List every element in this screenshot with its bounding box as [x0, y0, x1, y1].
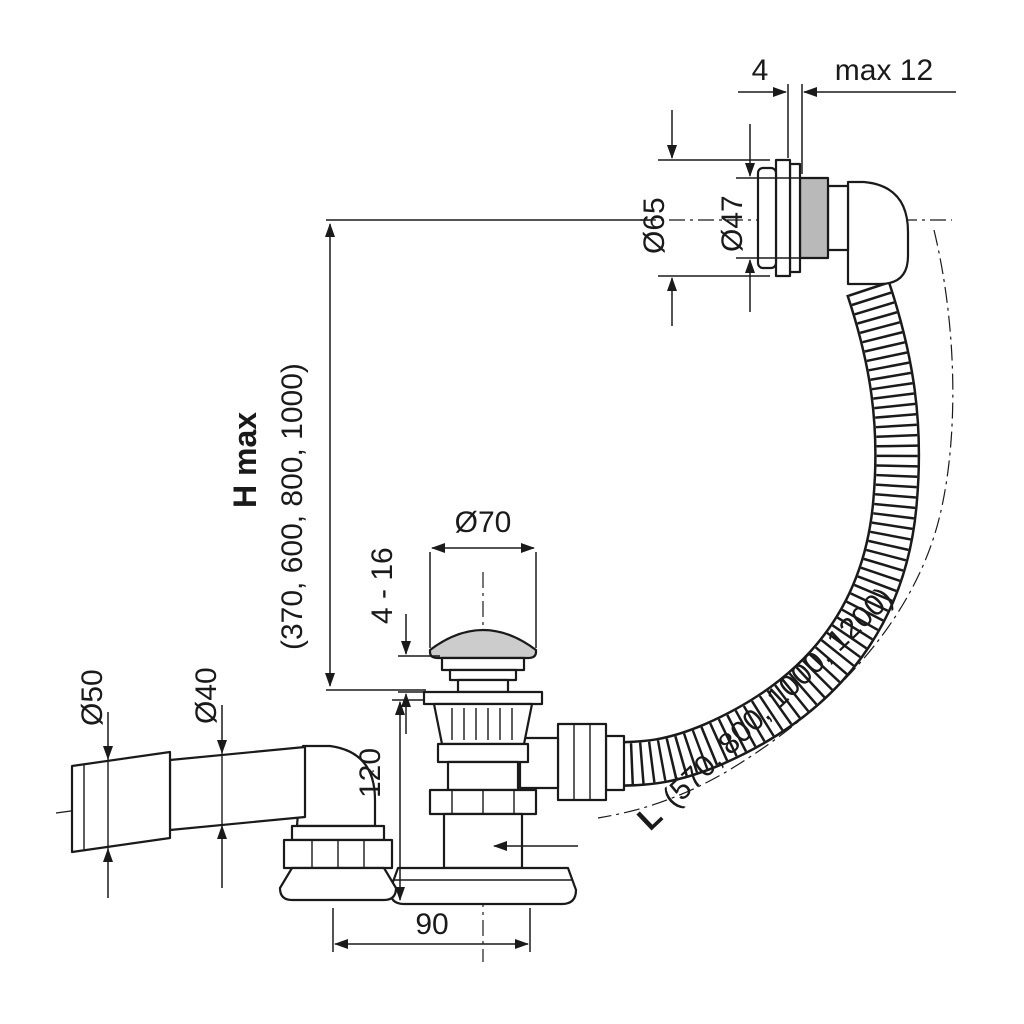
drain-flange [422, 690, 544, 706]
tail-pipe [446, 760, 520, 792]
hose-nut-facets [573, 724, 591, 800]
strainer-slots [451, 708, 513, 740]
drain-assembly [388, 628, 626, 906]
corrugated-hose [613, 280, 921, 787]
outlet-pipe-large [70, 750, 172, 854]
rim-thickness-label: 4 - 16 [366, 547, 399, 624]
overflow-cap [756, 166, 778, 270]
dia-plug-label: Ø70 [455, 506, 512, 539]
h-max-values-label: (370, 600, 800, 1000) [276, 363, 309, 650]
overflow-elbow [846, 180, 910, 286]
overflow-body [826, 184, 850, 252]
plug-stem [456, 678, 510, 694]
gap-label: 4 [752, 54, 769, 87]
outlet-pipe-small [168, 745, 307, 832]
dia-overflow-inner-label: Ø47 [716, 195, 749, 252]
hose-length-centerline [597, 229, 954, 819]
threaded-collar [436, 742, 530, 764]
length-label: L [630, 798, 669, 838]
outlet-nut-facets [311, 840, 365, 868]
h-max-label: H max [227, 412, 263, 508]
hose-nut [556, 722, 608, 802]
hose-ribs [613, 281, 918, 785]
dia-outlet-outer-label: Ø50 [76, 669, 109, 726]
siphon-body [442, 812, 524, 870]
dimension-lines [103, 84, 956, 952]
length-values-label: (570, 800, 1000, 1200) [656, 581, 899, 814]
overflow-gasket [798, 176, 830, 260]
hose-connector [604, 734, 626, 792]
outlet-skirt [278, 866, 398, 902]
dia-overflow-outer-label: Ø65 [638, 197, 671, 254]
hose-outline [613, 280, 921, 787]
max-offset-label: max 12 [835, 54, 933, 87]
length-label-group: L(570, 800, 1000, 1200) [630, 579, 899, 837]
outlet-washer [290, 824, 386, 842]
height-base-label: 120 [354, 748, 387, 798]
overflow-neck [788, 162, 802, 274]
overflow-head [756, 158, 910, 286]
width-base-label: 90 [415, 908, 448, 941]
siphon-base [388, 866, 578, 906]
outlet-assembly [70, 744, 398, 902]
union-nut-facets [451, 790, 515, 814]
plug-ring-2 [448, 668, 518, 682]
dia-outlet-inner-label: Ø40 [190, 667, 223, 724]
plug-dome [428, 628, 538, 660]
plug-ring-1 [440, 656, 526, 672]
hose-body [613, 281, 918, 785]
outlet-elbow [295, 744, 377, 828]
strainer-basket [432, 702, 534, 746]
